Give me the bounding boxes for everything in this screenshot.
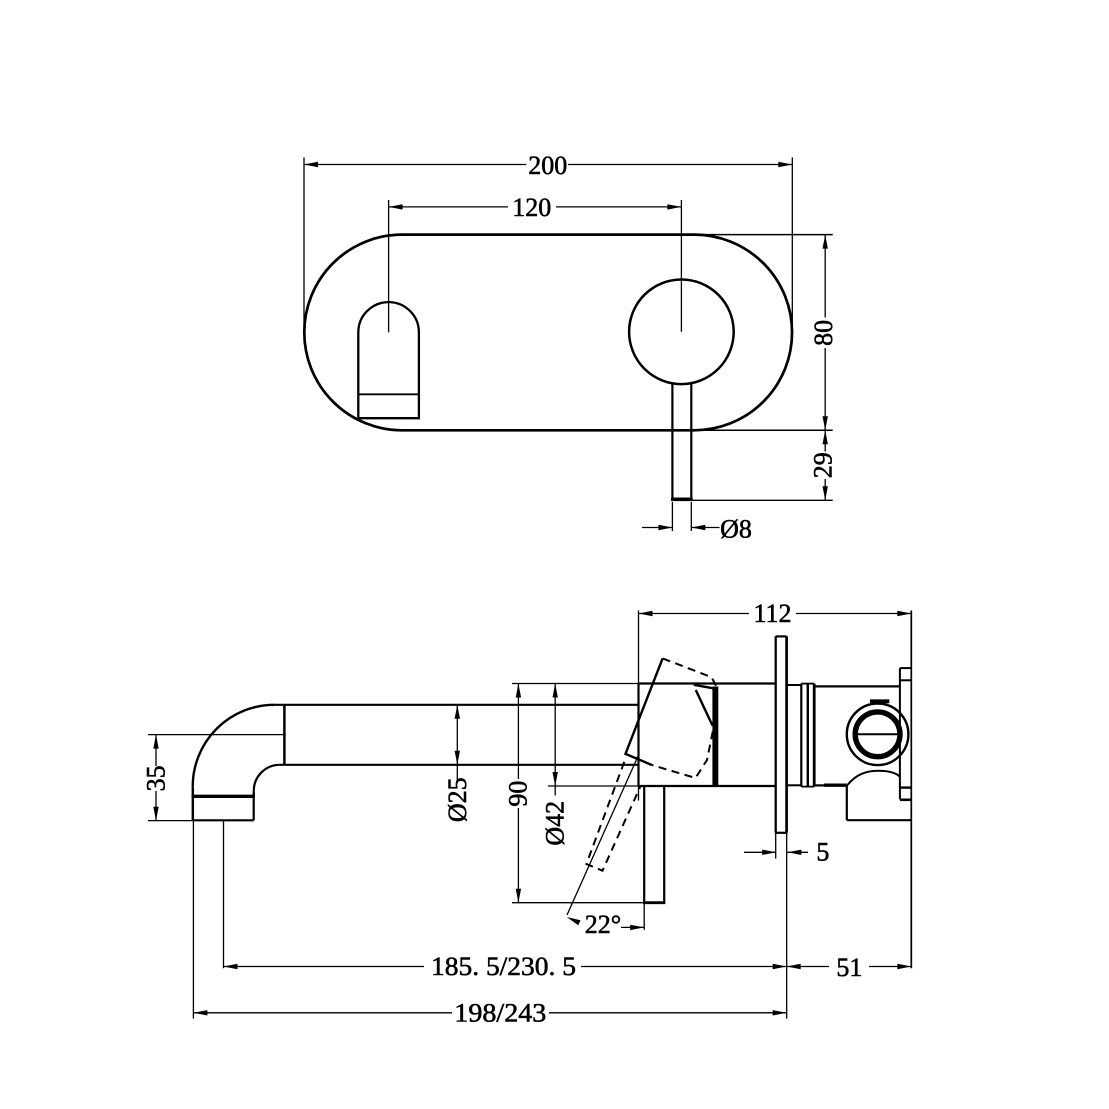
- svg-text:Ø25: Ø25: [443, 777, 472, 822]
- svg-text:185. 5/230. 5: 185. 5/230. 5: [431, 952, 576, 981]
- svg-text:29: 29: [809, 452, 838, 478]
- svg-text:Ø8: Ø8: [720, 514, 752, 543]
- svg-text:80: 80: [809, 320, 838, 346]
- svg-text:120: 120: [512, 193, 551, 222]
- svg-text:198/243: 198/243: [454, 999, 546, 1028]
- svg-text:200: 200: [528, 151, 567, 180]
- svg-text:90: 90: [503, 781, 532, 807]
- svg-text:22°: 22°: [585, 910, 621, 939]
- svg-text:112: 112: [753, 599, 791, 628]
- svg-text:51: 51: [836, 953, 862, 982]
- svg-text:35: 35: [142, 765, 171, 791]
- svg-text:5: 5: [816, 838, 829, 867]
- svg-text:Ø42: Ø42: [541, 801, 570, 846]
